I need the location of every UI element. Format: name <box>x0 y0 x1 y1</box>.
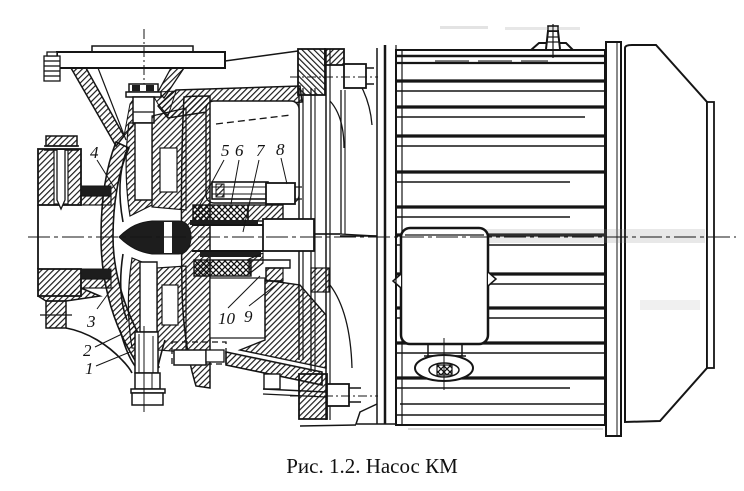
svg-text:8: 8 <box>276 140 285 159</box>
svg-text:2: 2 <box>83 341 92 360</box>
svg-text:10: 10 <box>218 309 236 328</box>
svg-text:4: 4 <box>90 143 99 162</box>
svg-text:7: 7 <box>256 141 266 160</box>
svg-text:6: 6 <box>235 141 244 160</box>
svg-text:9: 9 <box>244 307 253 326</box>
svg-text:3: 3 <box>86 312 96 331</box>
svg-text:5: 5 <box>221 141 230 160</box>
svg-text:1: 1 <box>85 359 94 378</box>
